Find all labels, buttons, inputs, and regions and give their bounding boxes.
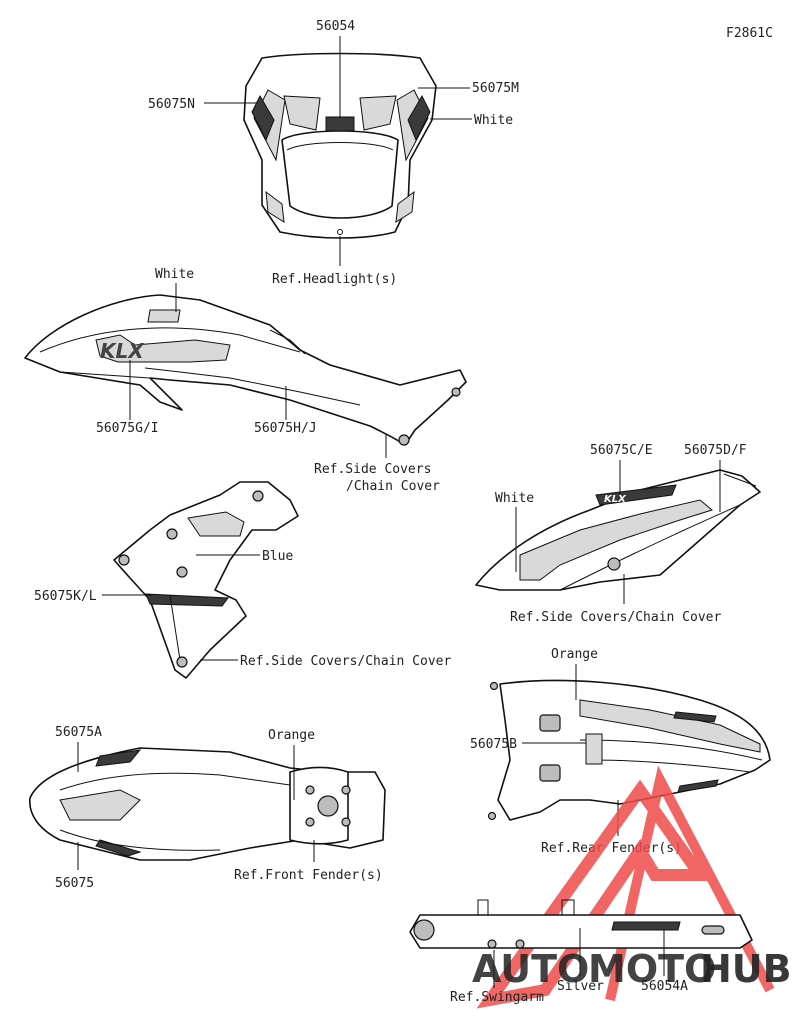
watermark-moto: MOTO (588, 947, 716, 991)
label-white-headlight: White (474, 113, 513, 128)
label-orange-front: Orange (268, 728, 315, 743)
label-56075M: 56075M (472, 81, 519, 96)
label-56075KL: 56075K/L (34, 589, 97, 604)
label-ref-side-covers-3: Ref.Side Covers/Chain Cover (240, 654, 451, 669)
label-56075A: 56075A (55, 725, 102, 740)
label-56075B: 56075B (470, 737, 517, 752)
radiator-shroud: KLX (24, 294, 467, 446)
figure-code: F2861C (726, 26, 773, 41)
label-56075DF: 56075D/F (684, 443, 747, 458)
side-cover-right: KLX (475, 469, 761, 591)
label-white-shroud: White (155, 267, 194, 282)
watermark-auto: AUTO (472, 947, 589, 991)
watermark-hub: HUB (700, 947, 792, 991)
label-ref-side-covers-2: Ref.Side Covers/Chain Cover (510, 610, 721, 625)
label-chain-cover-1: /Chain Cover (346, 479, 440, 494)
rear-fender (487, 679, 771, 821)
label-56075CE: 56075C/E (590, 443, 653, 458)
label-ref-side-covers-1: Ref.Side Covers (314, 462, 431, 477)
label-56075N: 56075N (148, 97, 195, 112)
label-blue: Blue (262, 549, 293, 564)
label-56075: 56075 (55, 876, 94, 891)
label-ref-swingarm: Ref.Swingarm (450, 990, 544, 1005)
label-ref-headlight: Ref.Headlight(s) (272, 272, 397, 287)
label-silver: Silver (557, 979, 604, 994)
svg-text:KLX: KLX (604, 494, 627, 505)
label-orange-rear: Orange (551, 647, 598, 662)
svg-text:KLX: KLX (100, 339, 145, 363)
label-56075HJ: 56075H/J (254, 421, 317, 436)
label-ref-front-fender: Ref.Front Fender(s) (234, 868, 383, 883)
label-ref-rear-fender: Ref.Rear Fender(s) (541, 841, 682, 856)
kawasaki-emblem-56054 (325, 116, 355, 132)
swingarm (409, 899, 753, 949)
label-56054A: 56054A (641, 979, 688, 994)
label-white-side: White (495, 491, 534, 506)
front-fender (29, 747, 386, 861)
side-cover-left (113, 481, 299, 679)
label-56075GI: 56075G/I (96, 421, 159, 436)
label-56054: 56054 (316, 19, 355, 34)
